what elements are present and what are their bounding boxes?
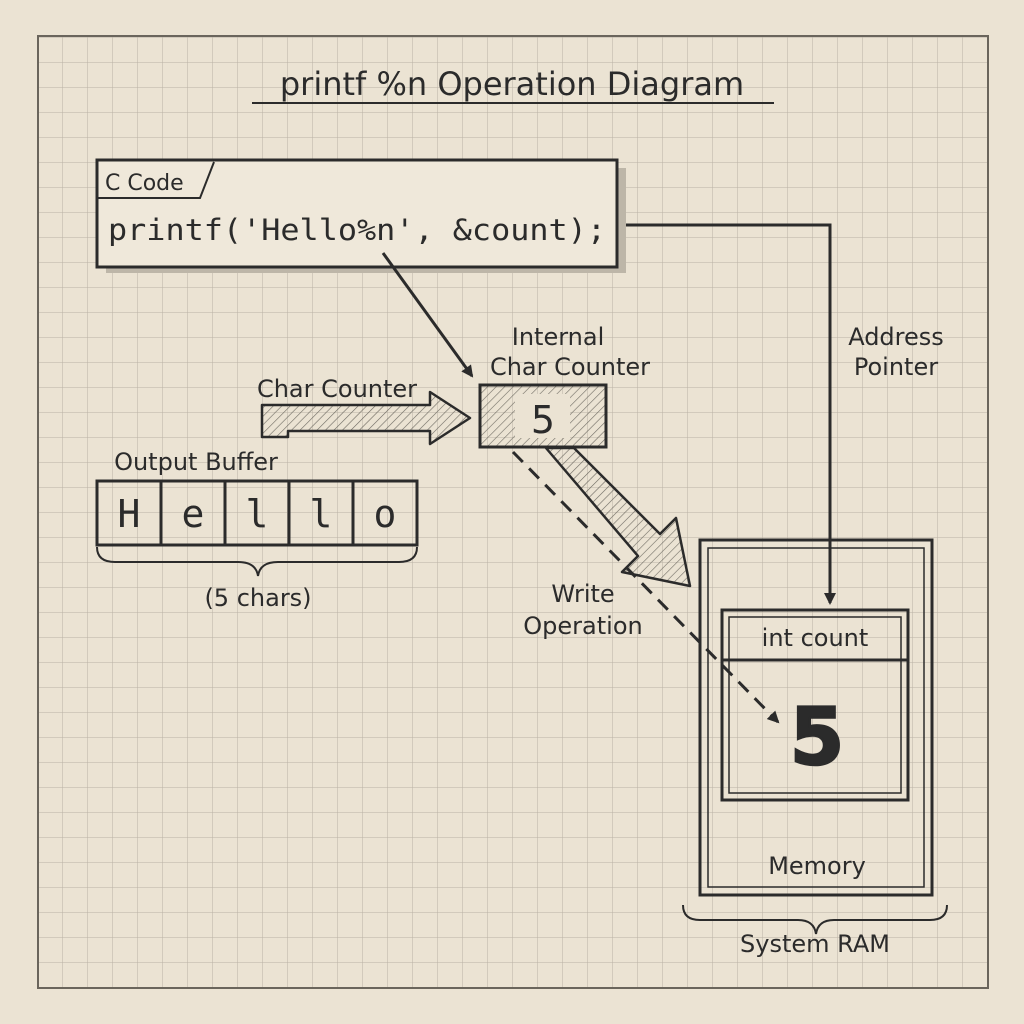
write-operation-arrow xyxy=(544,446,692,588)
write-operation-label-line2: Operation xyxy=(523,612,642,640)
output-buffer-count-label: (5 chars) xyxy=(204,584,311,612)
buffer-cell-frame xyxy=(351,479,419,547)
buffer-cell-char: e xyxy=(182,492,205,536)
buffer-cell-char: l xyxy=(246,492,269,536)
char-counter-arrow xyxy=(260,390,472,446)
address-pointer-label-line1: Address xyxy=(848,323,944,351)
buffer-cell-char: H xyxy=(118,492,141,536)
memory-frame xyxy=(698,538,934,897)
address-pointer-label-line2: Pointer xyxy=(854,353,938,381)
diagram-title: printf %n Operation Diagram xyxy=(280,65,744,103)
code-box-frame xyxy=(95,158,619,269)
memory-box: int count 5 Memory xyxy=(698,538,934,897)
internal-counter-value: 5 xyxy=(531,398,555,442)
int-count-label: int count xyxy=(762,624,869,652)
memory-frame-inner xyxy=(707,547,925,888)
system-ram-brace xyxy=(682,904,948,935)
memory-label: Memory xyxy=(768,852,866,880)
internal-counter-value-backdrop xyxy=(515,394,570,438)
c-code-box: C Code printf('Hello%n', &count); xyxy=(95,158,626,273)
buffer-cell: o xyxy=(351,479,419,547)
internal-counter-box: 5 xyxy=(478,383,608,449)
output-buffer-label: Output Buffer xyxy=(114,448,278,476)
internal-counter-label-line1: Internal xyxy=(512,323,605,351)
internal-counter-label-line2: Char Counter xyxy=(490,353,650,381)
buffer-cell-char: o xyxy=(374,492,397,536)
char-counter-arrow-label: Char Counter xyxy=(257,375,417,403)
system-ram-label: System RAM xyxy=(740,930,890,958)
int-count-cell xyxy=(720,608,910,802)
int-count-cell-inner xyxy=(728,616,902,794)
buffer-cell-char: l xyxy=(310,492,333,536)
code-line: printf('Hello%n', &count); xyxy=(108,213,606,247)
int-count-value: 5 xyxy=(790,693,844,783)
code-tab-label: C Code xyxy=(105,171,184,196)
code-tab-outline xyxy=(97,161,215,199)
write-target-dashed-arrow xyxy=(511,450,780,724)
address-pointer-arrow xyxy=(626,223,836,605)
write-operation-label-line1: Write xyxy=(551,580,614,608)
output-buffer-brace xyxy=(96,546,418,577)
format-specifier-arrow xyxy=(381,252,474,378)
